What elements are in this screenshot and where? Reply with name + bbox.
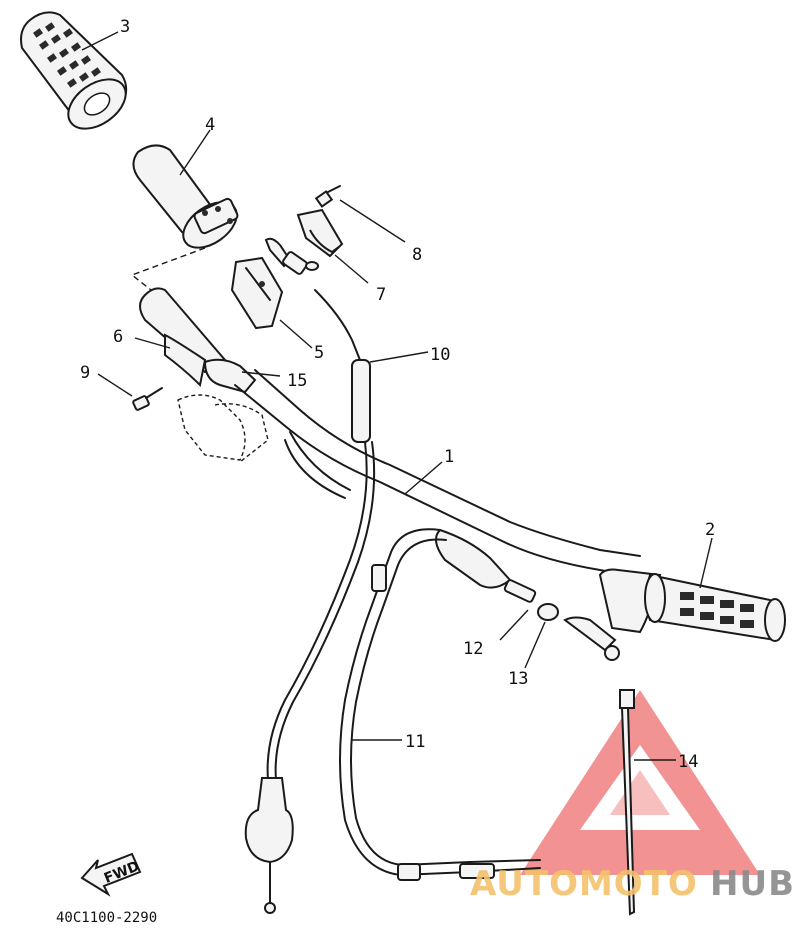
callout-15: 15	[287, 371, 307, 391]
cover-7-part	[296, 208, 344, 258]
callout-3: 3	[120, 17, 130, 37]
callout-8: 8	[412, 245, 422, 265]
callout-11: 11	[405, 732, 425, 752]
throttle-grip-assembly-part	[139, 287, 269, 463]
cable-fitting-part	[264, 237, 319, 275]
watermark-logo	[520, 690, 760, 875]
clutch-cable-part	[339, 528, 541, 881]
callout-1: 1	[444, 447, 454, 467]
callout-10: 10	[430, 345, 450, 365]
part-number-label: 40C1100-2290	[56, 910, 157, 926]
callout-5: 5	[314, 343, 324, 363]
callout-13: 13	[508, 669, 528, 689]
callout-4: 4	[205, 115, 215, 135]
watermark-word-2: HUB	[710, 864, 795, 904]
grip-left-part	[20, 11, 128, 130]
throttle-housing-part	[230, 256, 284, 330]
fwd-direction-arrow: FWD	[80, 852, 142, 897]
cable-tie-part	[619, 689, 636, 916]
watermark-word-1: AUTOMOTO	[470, 864, 698, 904]
handlebar-part	[234, 369, 641, 579]
callout-9: 9	[80, 363, 90, 383]
callout-12: 12	[463, 639, 483, 659]
screw-8-part	[314, 185, 341, 208]
throttle-tube-part	[132, 144, 239, 249]
cable-adjuster-part	[435, 528, 559, 621]
watermark-wordmark: AUTOMOTO HUB	[470, 864, 795, 904]
screw-9-part	[132, 387, 163, 411]
callout-7: 7	[376, 285, 386, 305]
throttle-cable-part	[244, 289, 376, 914]
grip-right-part	[563, 568, 786, 661]
callout-2: 2	[705, 520, 715, 540]
callout-14: 14	[678, 752, 698, 772]
callout-6: 6	[113, 327, 123, 347]
